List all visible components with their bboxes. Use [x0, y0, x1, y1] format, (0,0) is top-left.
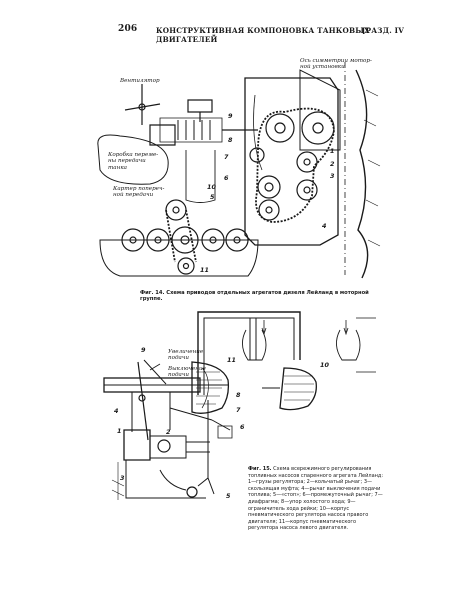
figure-14-drawing — [97, 62, 381, 279]
label-gearbox: Коробка переме- ны передачи танка — [108, 152, 159, 171]
fig15-num-11: 11 — [227, 356, 236, 364]
fig14-num-7: 7 — [224, 153, 229, 161]
fig15-num-7: 7 — [236, 406, 241, 414]
fig15-num-3: 3 — [120, 474, 125, 482]
label-supply-off: Выключение подачи — [168, 366, 206, 379]
fig15-num-5: 5 — [226, 492, 231, 500]
fig15-num-4: 4 — [114, 407, 119, 415]
fig14-num-9: 9 — [228, 112, 233, 120]
label-ventilator: Вентилятор — [120, 78, 160, 84]
fig14-num-5: 5 — [210, 193, 215, 201]
fig14-num-11: 11 — [200, 266, 209, 274]
fig15-num-1: 1 — [117, 427, 122, 435]
page-number: 206 — [118, 24, 138, 34]
figure-15-caption: Фиг. 15. Схема всережимного регулировани… — [248, 466, 386, 532]
fig14-num-10: 10 — [207, 183, 216, 191]
label-increase-supply: Увеличение подачи — [168, 349, 204, 362]
figure-15-caption-label: Фиг. 15. — [248, 466, 272, 472]
fig15-num-10: 10 — [320, 361, 329, 369]
fig15-num-2: 2 — [166, 428, 171, 436]
running-title: КОНСТРУКТИВНАЯ КОМПОНОВКА ТАНКОВЫХ ДВИГА… — [156, 26, 370, 44]
fig14-num-2: 2 — [330, 160, 335, 168]
fig14-num-6: 6 — [224, 174, 229, 182]
fig15-num-9: 9 — [141, 346, 146, 354]
fig14-num-4: 4 — [322, 222, 327, 230]
fig15-num-8: 8 — [236, 391, 241, 399]
fig14-num-1: 1 — [330, 147, 335, 155]
figure-15-drawing — [103, 311, 376, 500]
fig14-num-3: 3 — [330, 172, 335, 180]
label-symmetry-axis: Ось симметрии мотор- ной установки — [300, 58, 372, 71]
fig15-num-6: 6 — [240, 423, 245, 431]
fig14-num-8: 8 — [228, 136, 233, 144]
figure-14-caption: Фиг. 14. Схема приводов отдельных агрега… — [140, 290, 369, 302]
figure-15-caption-text: Схема всережимного регулирования топливн… — [248, 466, 384, 532]
page-header: 206 КОНСТРУКТИВНАЯ КОМПОНОВКА ТАНКОВЫХ Д… — [118, 24, 404, 44]
section-marker: [РАЗД. IV — [362, 26, 404, 35]
label-transfer-case: Картер попереч- ной передачи — [113, 186, 165, 199]
